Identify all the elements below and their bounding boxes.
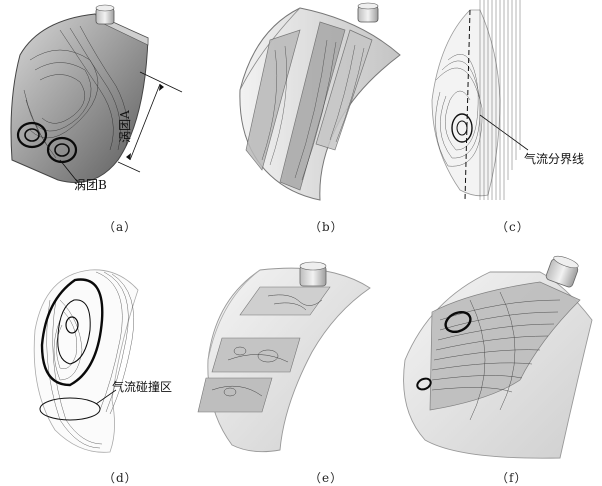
vortex-b-label: 涡团B: [74, 178, 107, 192]
airflow-boundary-label: 气流分界线: [524, 152, 585, 166]
panel-label-b: （b）: [309, 220, 344, 234]
vortex-a-label: 涡团A: [117, 110, 132, 143]
panel-a-graphic: [10, 4, 183, 186]
panel-e-graphic: [197, 261, 371, 453]
panel-label-e: （e）: [309, 471, 344, 485]
panel-f-graphic: [403, 255, 593, 459]
panel-label-a: （a）: [103, 220, 138, 234]
panel-label-f: （f）: [496, 471, 528, 485]
panel-label-d: （d）: [103, 471, 138, 485]
panel-b-graphic: [239, 2, 401, 201]
airflow-collision-zone-label: 气流碰撞区: [112, 380, 173, 394]
panel-label-c: （c）: [496, 220, 530, 234]
panel-d-graphic: [33, 269, 139, 453]
panel-c-graphic: [431, 0, 529, 201]
